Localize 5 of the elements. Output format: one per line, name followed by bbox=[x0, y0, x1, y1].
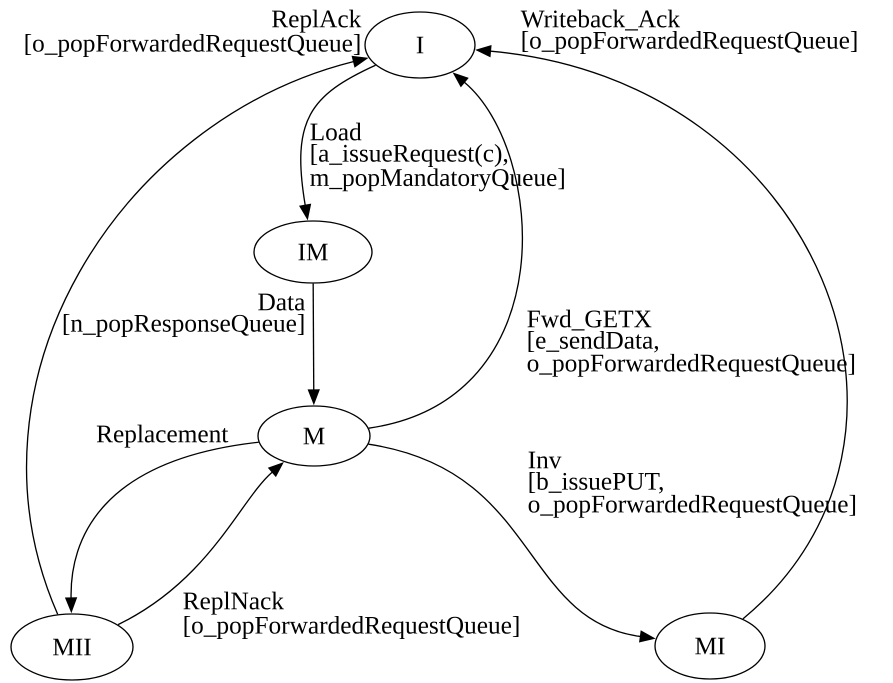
edge-label: Replacement bbox=[96, 424, 228, 448]
edge-label: ReplAck [o_popForwardedRequestQueue] bbox=[26, 10, 362, 57]
edge-label: Writeback_Ack [o_popForwardedRequestQueue] bbox=[520, 10, 856, 54]
edge-label: Data [n_popResponseQueue] bbox=[64, 294, 305, 337]
edge-label: ReplNack [o_popForwardedRequestQueue] bbox=[183, 592, 518, 639]
